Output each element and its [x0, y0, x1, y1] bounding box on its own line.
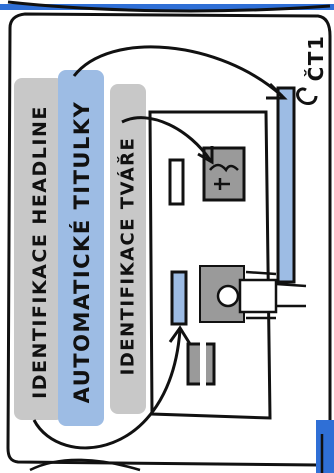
brand-logo-icon	[298, 89, 316, 104]
screen-item-3-gap	[200, 338, 206, 388]
face-icon	[204, 148, 244, 200]
arrow-to-timeline	[74, 47, 282, 96]
screen-item-2	[172, 272, 186, 324]
label-identifikace-tvare: IDENTIFIKACE TVÁŘE	[118, 137, 139, 376]
label-identifikace-headline: IDENTIFIKACE HEADLINE	[29, 105, 51, 399]
timeline-bar	[278, 88, 294, 282]
label-automaticke-titulky: AUTOMATICKÉ TITULKY	[70, 101, 94, 404]
bottom-right-frame	[316, 420, 334, 473]
brand-label: ČT1	[304, 35, 328, 82]
screen-item-1	[170, 160, 183, 204]
